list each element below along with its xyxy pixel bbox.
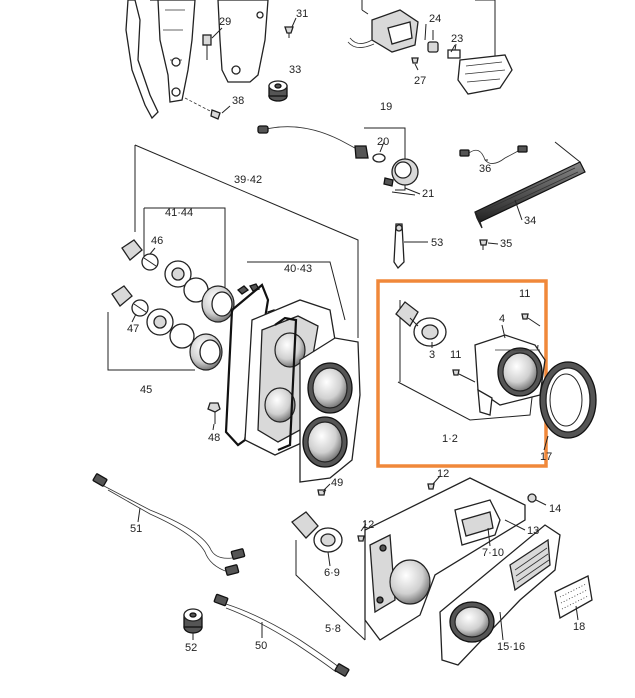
wire-harness-36 (459, 145, 528, 164)
grommet-33 (268, 80, 288, 102)
label-11-mid: 11 (450, 349, 461, 361)
nut-14 (527, 493, 547, 506)
label-12-lower: 12 (362, 519, 374, 531)
label-27: 27 (414, 75, 426, 87)
reflector-18 (554, 575, 593, 620)
label-40-43: 40·43 (284, 263, 312, 275)
label-49: 49 (331, 477, 343, 489)
label-14: 14 (549, 503, 561, 515)
label-1-2: 1·2 (442, 433, 458, 445)
label-21: 21 (422, 188, 434, 200)
bezel-ring-17 (539, 361, 597, 439)
label-45: 45 (140, 384, 152, 396)
label-3: 3 (429, 349, 435, 361)
label-24: 24 (429, 13, 441, 25)
label-38: 38 (232, 95, 244, 107)
lamp-sockets (189, 283, 260, 371)
label-19: 19 (380, 101, 392, 113)
label-52: 52 (185, 642, 197, 654)
tail-lens-39-42 (299, 337, 361, 483)
lens-assembly-15-16 (439, 524, 561, 666)
label-34: 34 (524, 215, 536, 227)
bolt-29 (202, 27, 223, 60)
label-51: 51 (130, 523, 142, 535)
label-23: 23 (451, 33, 463, 45)
label-12-upper: 12 (437, 468, 449, 480)
label-36: 36 (479, 163, 491, 175)
label-13: 13 (527, 525, 539, 537)
highlight-box (376, 279, 548, 468)
label-29: 29 (219, 16, 231, 28)
label-17: 17 (540, 451, 552, 463)
group-lines-39-42 (107, 144, 359, 371)
label-20: 20 (377, 136, 389, 148)
wire-harness-51 (92, 473, 246, 576)
grommet-52 (183, 608, 203, 634)
headlight-assembly-1-2 (395, 300, 546, 421)
housing-5-8 (364, 477, 526, 641)
label-11-top: 11 (519, 288, 530, 300)
screw-38 (184, 97, 231, 120)
bracket-53 (393, 223, 428, 270)
label-5-8: 5·8 (325, 623, 341, 635)
bulb-6-9 (291, 511, 343, 553)
label-6-9: 6·9 (324, 567, 340, 579)
label-39-42: 39·42 (234, 174, 262, 186)
label-50: 50 (255, 640, 267, 652)
leader-lines (131, 23, 579, 641)
bulb-47 (111, 285, 149, 317)
marker-lamp-19 (257, 125, 419, 196)
light-bar-34 (474, 141, 586, 250)
label-15-16: 15·16 (497, 641, 525, 653)
label-4: 4 (499, 313, 505, 325)
label-53: 53 (431, 237, 443, 249)
screw-12-lower (357, 523, 367, 542)
gasket-plates (146, 260, 209, 349)
label-35: 35 (500, 238, 512, 250)
screw-31 (284, 17, 297, 38)
bulb-46 (121, 239, 159, 271)
nut-48 (207, 402, 221, 424)
label-48: 48 (208, 432, 220, 444)
part-labels: 29 31 33 38 24 23 27 19 20 21 36 34 35 5… (127, 8, 585, 654)
label-47: 47 (127, 323, 139, 335)
label-41-44: 41·44 (165, 207, 193, 219)
frame-bracket-left (125, 0, 269, 120)
label-31: 31 (296, 8, 308, 20)
screw-49 (317, 483, 331, 496)
wire-harness-50 (213, 593, 350, 677)
label-33: 33 (289, 64, 301, 76)
screw-12-upper (427, 475, 441, 490)
label-7-10: 7·10 (482, 547, 504, 559)
label-46: 46 (151, 235, 163, 247)
turn-signal-assembly (347, 0, 513, 95)
label-18: 18 (573, 621, 585, 633)
